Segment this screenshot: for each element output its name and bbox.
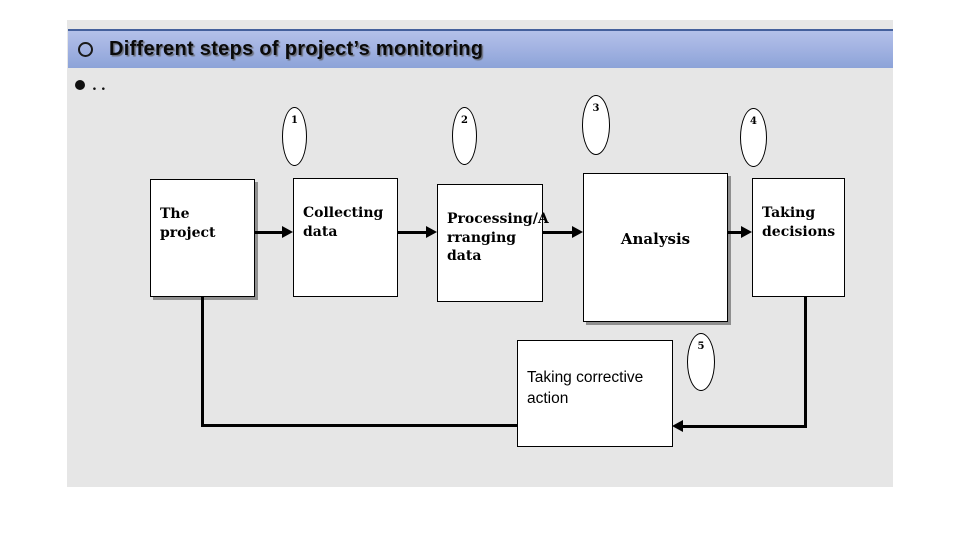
arrowhead-right-icon (741, 226, 752, 238)
step-marker-2-label: 2 (461, 115, 468, 126)
step-marker-1: 1 (282, 107, 307, 166)
box-the-project: The project (150, 179, 255, 297)
step-marker-1-label: 1 (291, 115, 298, 126)
step-marker-4-label: 4 (750, 116, 757, 127)
connector-line (201, 297, 204, 427)
box-analysis-label: Analysis (620, 229, 691, 248)
box-analysis: Analysis (583, 173, 728, 322)
box-processing-arranging-data-label: Processing/A rranging data (447, 211, 549, 265)
slide-title: Different steps of project’s monitoring (109, 38, 484, 60)
connector-line (804, 297, 807, 428)
title-circle-bullet-icon (78, 42, 93, 57)
list-bullet-icon (75, 80, 85, 90)
bullet-placeholder-text: .. (92, 78, 110, 94)
step-marker-3-label: 3 (592, 103, 600, 114)
box-taking-corrective-action-label: Taking corrective action (527, 368, 644, 407)
step-marker-4: 4 (740, 108, 767, 167)
step-marker-3: 3 (582, 95, 610, 155)
box-taking-corrective-action: Taking corrective action (517, 340, 673, 447)
slide-title-bar: Different steps of project’s monitoring (68, 29, 893, 68)
arrowhead-right-icon (572, 226, 583, 238)
box-taking-decisions-label: Taking decisions (762, 205, 836, 240)
connector-line (682, 425, 807, 428)
arrow-line (398, 231, 427, 234)
arrow-line (727, 231, 742, 234)
step-marker-2: 2 (452, 107, 477, 165)
arrow-line (543, 231, 573, 234)
box-collecting-data-label: Collecting data (303, 205, 384, 240)
box-processing-arranging-data: Processing/A rranging data (437, 184, 549, 302)
box-taking-decisions: Taking decisions (752, 178, 845, 297)
step-marker-5-label: 5 (697, 341, 705, 352)
box-collecting-data: Collecting data (293, 178, 398, 297)
arrow-line (255, 231, 283, 234)
box-the-project-label: The project (160, 206, 216, 241)
arrowhead-right-icon (282, 226, 293, 238)
step-marker-5: 5 (687, 333, 715, 391)
connector-line (201, 424, 517, 427)
arrowhead-right-icon (426, 226, 437, 238)
arrowhead-left-icon (672, 420, 683, 432)
